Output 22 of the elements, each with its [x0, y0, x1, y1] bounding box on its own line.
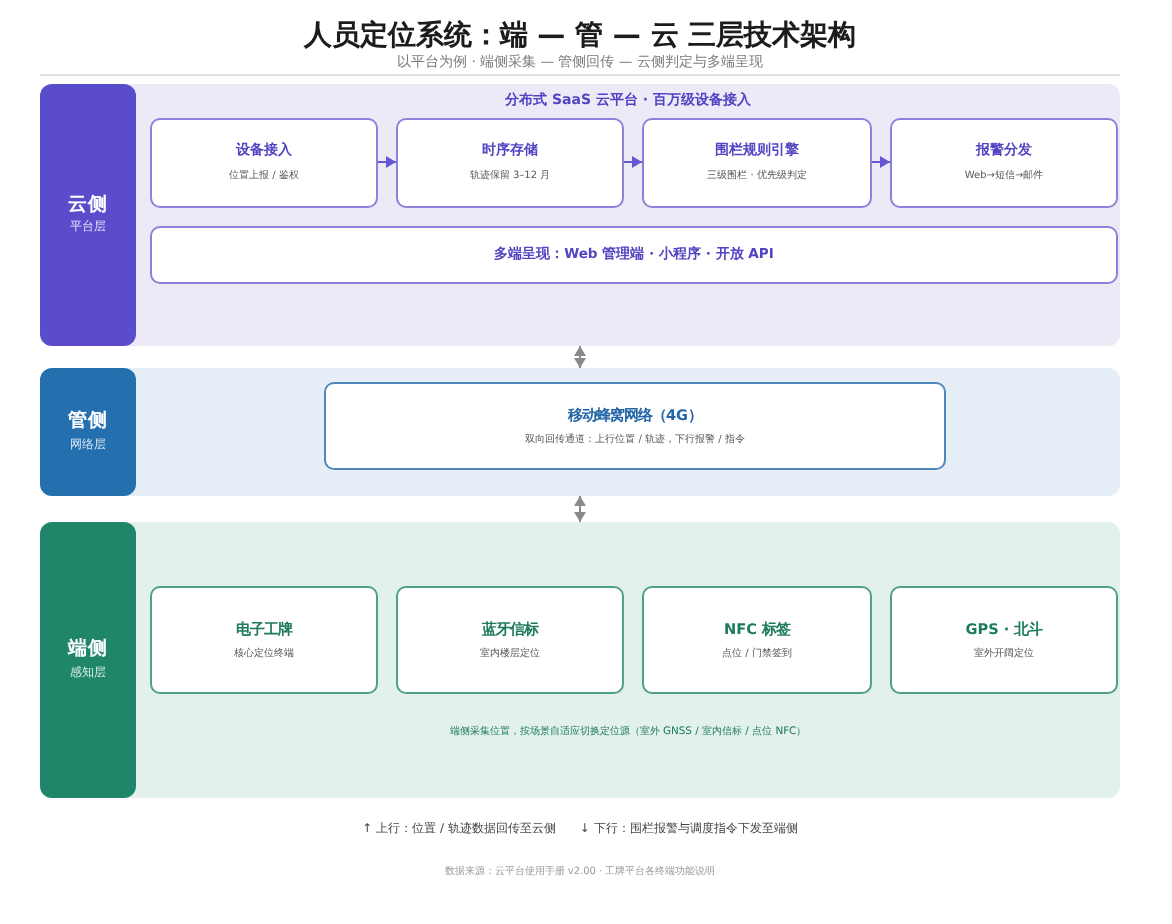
process-box [890, 117, 1118, 207]
layer-title: 端侧 [68, 638, 108, 662]
arrow [871, 156, 891, 168]
process-box [150, 586, 378, 694]
arrow [377, 156, 397, 168]
layer-title: 管侧 [68, 410, 108, 434]
layer-band [40, 84, 1120, 346]
double-arrow [574, 345, 586, 369]
title: 人员定位系统：端 — 管 — 云 三层技术架构 [303, 20, 857, 54]
process-box [642, 117, 872, 207]
process-box [890, 586, 1118, 694]
layer-band [40, 522, 1120, 798]
process-box [396, 586, 624, 694]
layer-band [40, 368, 1120, 496]
double-arrow [574, 495, 586, 523]
process-box [642, 586, 872, 694]
process-box [324, 382, 946, 470]
process-box [150, 226, 1118, 284]
arrow [623, 156, 643, 168]
layer-title: 云侧 [68, 193, 108, 217]
process-box [396, 117, 624, 207]
process-box [150, 117, 378, 207]
